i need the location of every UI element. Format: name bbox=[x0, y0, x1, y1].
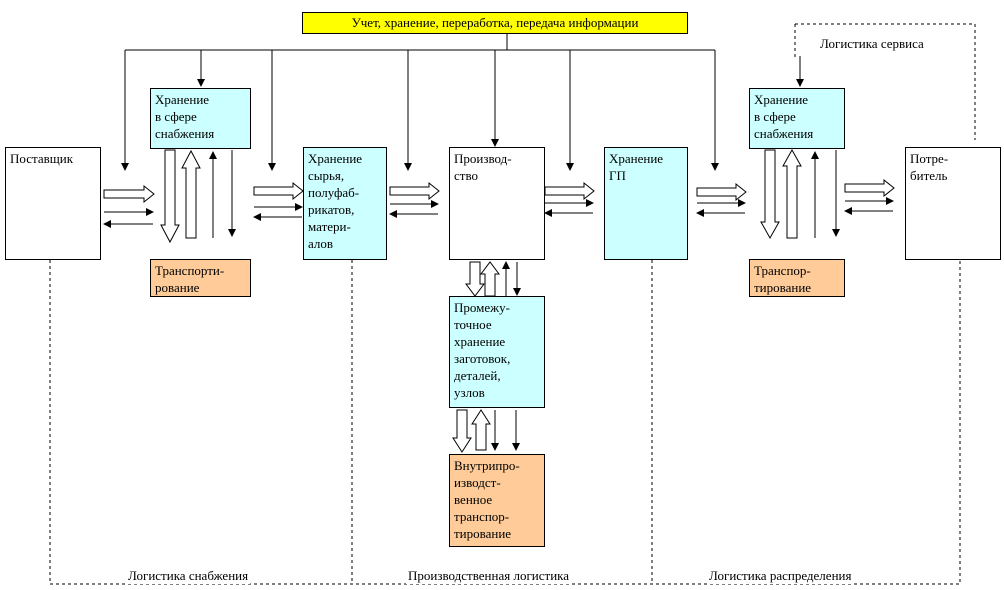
flow-storage-up bbox=[181, 149, 201, 239]
flow-to-raw-storage bbox=[253, 181, 304, 201]
flow-production-to-gp bbox=[544, 181, 595, 201]
flow-supplier-to-storage bbox=[103, 184, 155, 204]
distribution-storage-box: Хранение в сфере снабжения bbox=[749, 88, 845, 149]
supply-section-border bbox=[49, 260, 961, 585]
info-bar: Учет, хранение, переработка, передача ин… bbox=[302, 12, 688, 34]
production-box: Производ- ство bbox=[449, 147, 545, 260]
supply-logistics-label: Логистика снабжения bbox=[126, 568, 251, 584]
flow-gp-to-distribution bbox=[696, 182, 747, 202]
consumer-box: Потре- битель bbox=[905, 147, 1001, 260]
service-logistics-label: Логистика сервиса bbox=[818, 36, 926, 52]
material-flow-arrows bbox=[103, 148, 895, 453]
flow-intermediate-to-production-up bbox=[480, 261, 500, 297]
finished-goods-storage-box: Хранение ГП bbox=[604, 147, 688, 260]
flow-raw-to-production bbox=[389, 181, 440, 201]
production-logistics-label: Производственная логистика bbox=[406, 568, 572, 584]
section-frames bbox=[49, 23, 976, 585]
info-bus bbox=[121, 32, 804, 171]
flow-production-to-intermediate-down bbox=[465, 261, 485, 297]
internal-transport-box: Внутрипро- изводст- венное транспор- тир… bbox=[449, 454, 545, 547]
supply-storage-box: Хранение в сфере снабжения bbox=[150, 88, 251, 149]
supplier-box: Поставщик bbox=[5, 147, 101, 260]
flow-storage-down bbox=[160, 149, 180, 244]
service-logistics-border bbox=[794, 23, 976, 140]
intermediate-storage-box: Промежу- точное хранение заготовок, дета… bbox=[449, 296, 545, 408]
distribution-logistics-label: Логистика распределения bbox=[707, 568, 854, 584]
distribution-transport-box: Транспор- тирование bbox=[749, 259, 845, 297]
flow-transport-to-intermediate-up bbox=[471, 409, 491, 451]
raw-materials-storage-box: Хранение сырья, полуфаб- рикатов, матери… bbox=[303, 147, 387, 260]
flow-dist-storage-up bbox=[782, 148, 802, 239]
supply-transport-box: Транспорти- рование bbox=[150, 259, 251, 297]
info-flow-arrows bbox=[103, 150, 894, 451]
flow-to-consumer bbox=[844, 178, 895, 198]
flow-dist-storage-down bbox=[760, 149, 780, 240]
flow-intermediate-to-transport-down bbox=[452, 409, 472, 453]
